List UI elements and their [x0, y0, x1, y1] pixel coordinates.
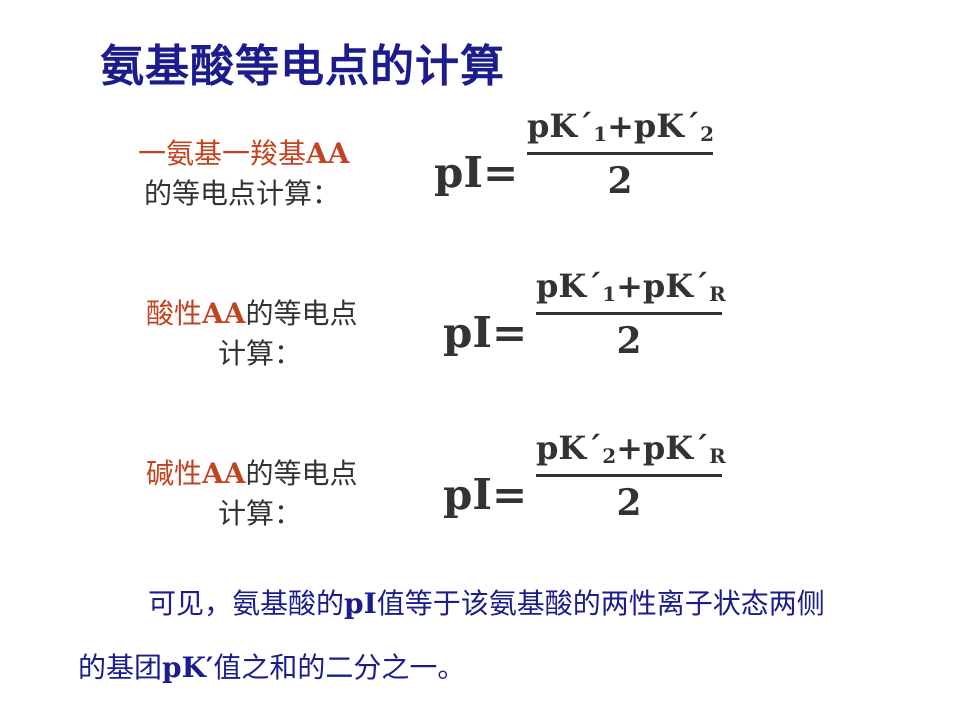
row-3-term2-base: pK´	[642, 429, 710, 467]
row-1-fraction: pK´1+pK´2 2	[527, 106, 715, 203]
row-1-numerator: pK´1+pK´2	[527, 106, 715, 150]
conclusion-pk-term: pK′	[162, 651, 214, 684]
row-3-term1-base: pK´	[536, 429, 603, 467]
row-3-fraction: pK´2+pK´R 2	[536, 428, 726, 525]
row-1-plus: +	[607, 107, 634, 145]
row-3-denominator: 2	[616, 482, 642, 524]
row-3-term2-sub: R	[709, 444, 726, 468]
row-3-label: 碱性AA的等电点 计算：	[146, 454, 357, 534]
conclusion-line-1-part2: 值等于该氨基酸的两性离子状态两侧	[376, 587, 825, 620]
row-1-term1-sub: 1	[593, 122, 608, 146]
conclusion-line-2-part2: 值之和的二分之一。	[213, 651, 466, 684]
row-2-label-rest: 的等电点	[245, 297, 358, 330]
row-2-label-line1: 酸性AA的等电点	[146, 294, 357, 334]
conclusion-line-1-part1: 可见，氨基酸的	[148, 587, 345, 620]
row-2-label-colored: 酸性	[146, 297, 203, 330]
row-1-denominator: 2	[607, 160, 633, 202]
row-3-numerator: pK´2+pK´R	[536, 428, 726, 472]
row-3-label-colored: 碱性	[146, 457, 203, 490]
row-3-label-line1: 碱性AA的等电点	[146, 454, 357, 494]
row-2-numerator: pK´1+pK´R	[536, 266, 726, 310]
row-1-pi-label: pI=	[434, 148, 519, 197]
row-2-denominator: 2	[616, 320, 642, 362]
row-2-fraction-bar	[536, 312, 722, 315]
row-1-label-line1: 一氨基一羧基AA	[138, 134, 349, 174]
slide-title: 氨基酸等电点的计算	[100, 41, 505, 92]
row-1-label: 一氨基一羧基AA 的等电点计算：	[138, 134, 349, 214]
row-2-label: 酸性AA的等电点 计算：	[146, 294, 357, 374]
conclusion-pi-term: pI	[344, 587, 377, 620]
conclusion-line-1: 可见，氨基酸的pI值等于该氨基酸的两性离子状态两侧	[148, 584, 825, 624]
row-1-label-aa: AA	[306, 137, 350, 170]
row-1-term2-sub: 2	[700, 122, 715, 146]
row-2-plus: +	[616, 267, 643, 305]
row-2-fraction: pK´1+pK´R 2	[536, 266, 726, 363]
row-3-plus: +	[616, 429, 643, 467]
row-2-term2-sub: R	[709, 282, 726, 306]
row-3-label-line2: 计算：	[218, 497, 303, 530]
row-3-label-aa: AA	[202, 457, 246, 490]
conclusion-line-2-part1: 的基团	[78, 651, 163, 684]
row-3-term1-sub: 2	[602, 444, 617, 468]
row-2-pi-label: pI=	[443, 308, 528, 357]
row-1-term2-base: pK´	[633, 107, 701, 145]
conclusion-line-2: 的基团pK′值之和的二分之一。	[78, 648, 465, 688]
row-1-term1-base: pK´	[527, 107, 594, 145]
row-2-label-aa: AA	[202, 297, 246, 330]
row-2-term2-base: pK´	[642, 267, 710, 305]
row-1-label-line2: 的等电点计算：	[144, 177, 341, 210]
row-1-fraction-bar	[527, 152, 713, 155]
row-2-term1-sub: 1	[602, 282, 617, 306]
row-3-fraction-bar	[536, 474, 722, 477]
row-2-label-line2: 计算：	[218, 337, 303, 370]
row-1-label-colored: 一氨基一羧基	[138, 137, 307, 170]
row-3-pi-label: pI=	[443, 470, 528, 519]
row-2-term1-base: pK´	[536, 267, 603, 305]
row-3-label-rest: 的等电点	[245, 457, 358, 490]
